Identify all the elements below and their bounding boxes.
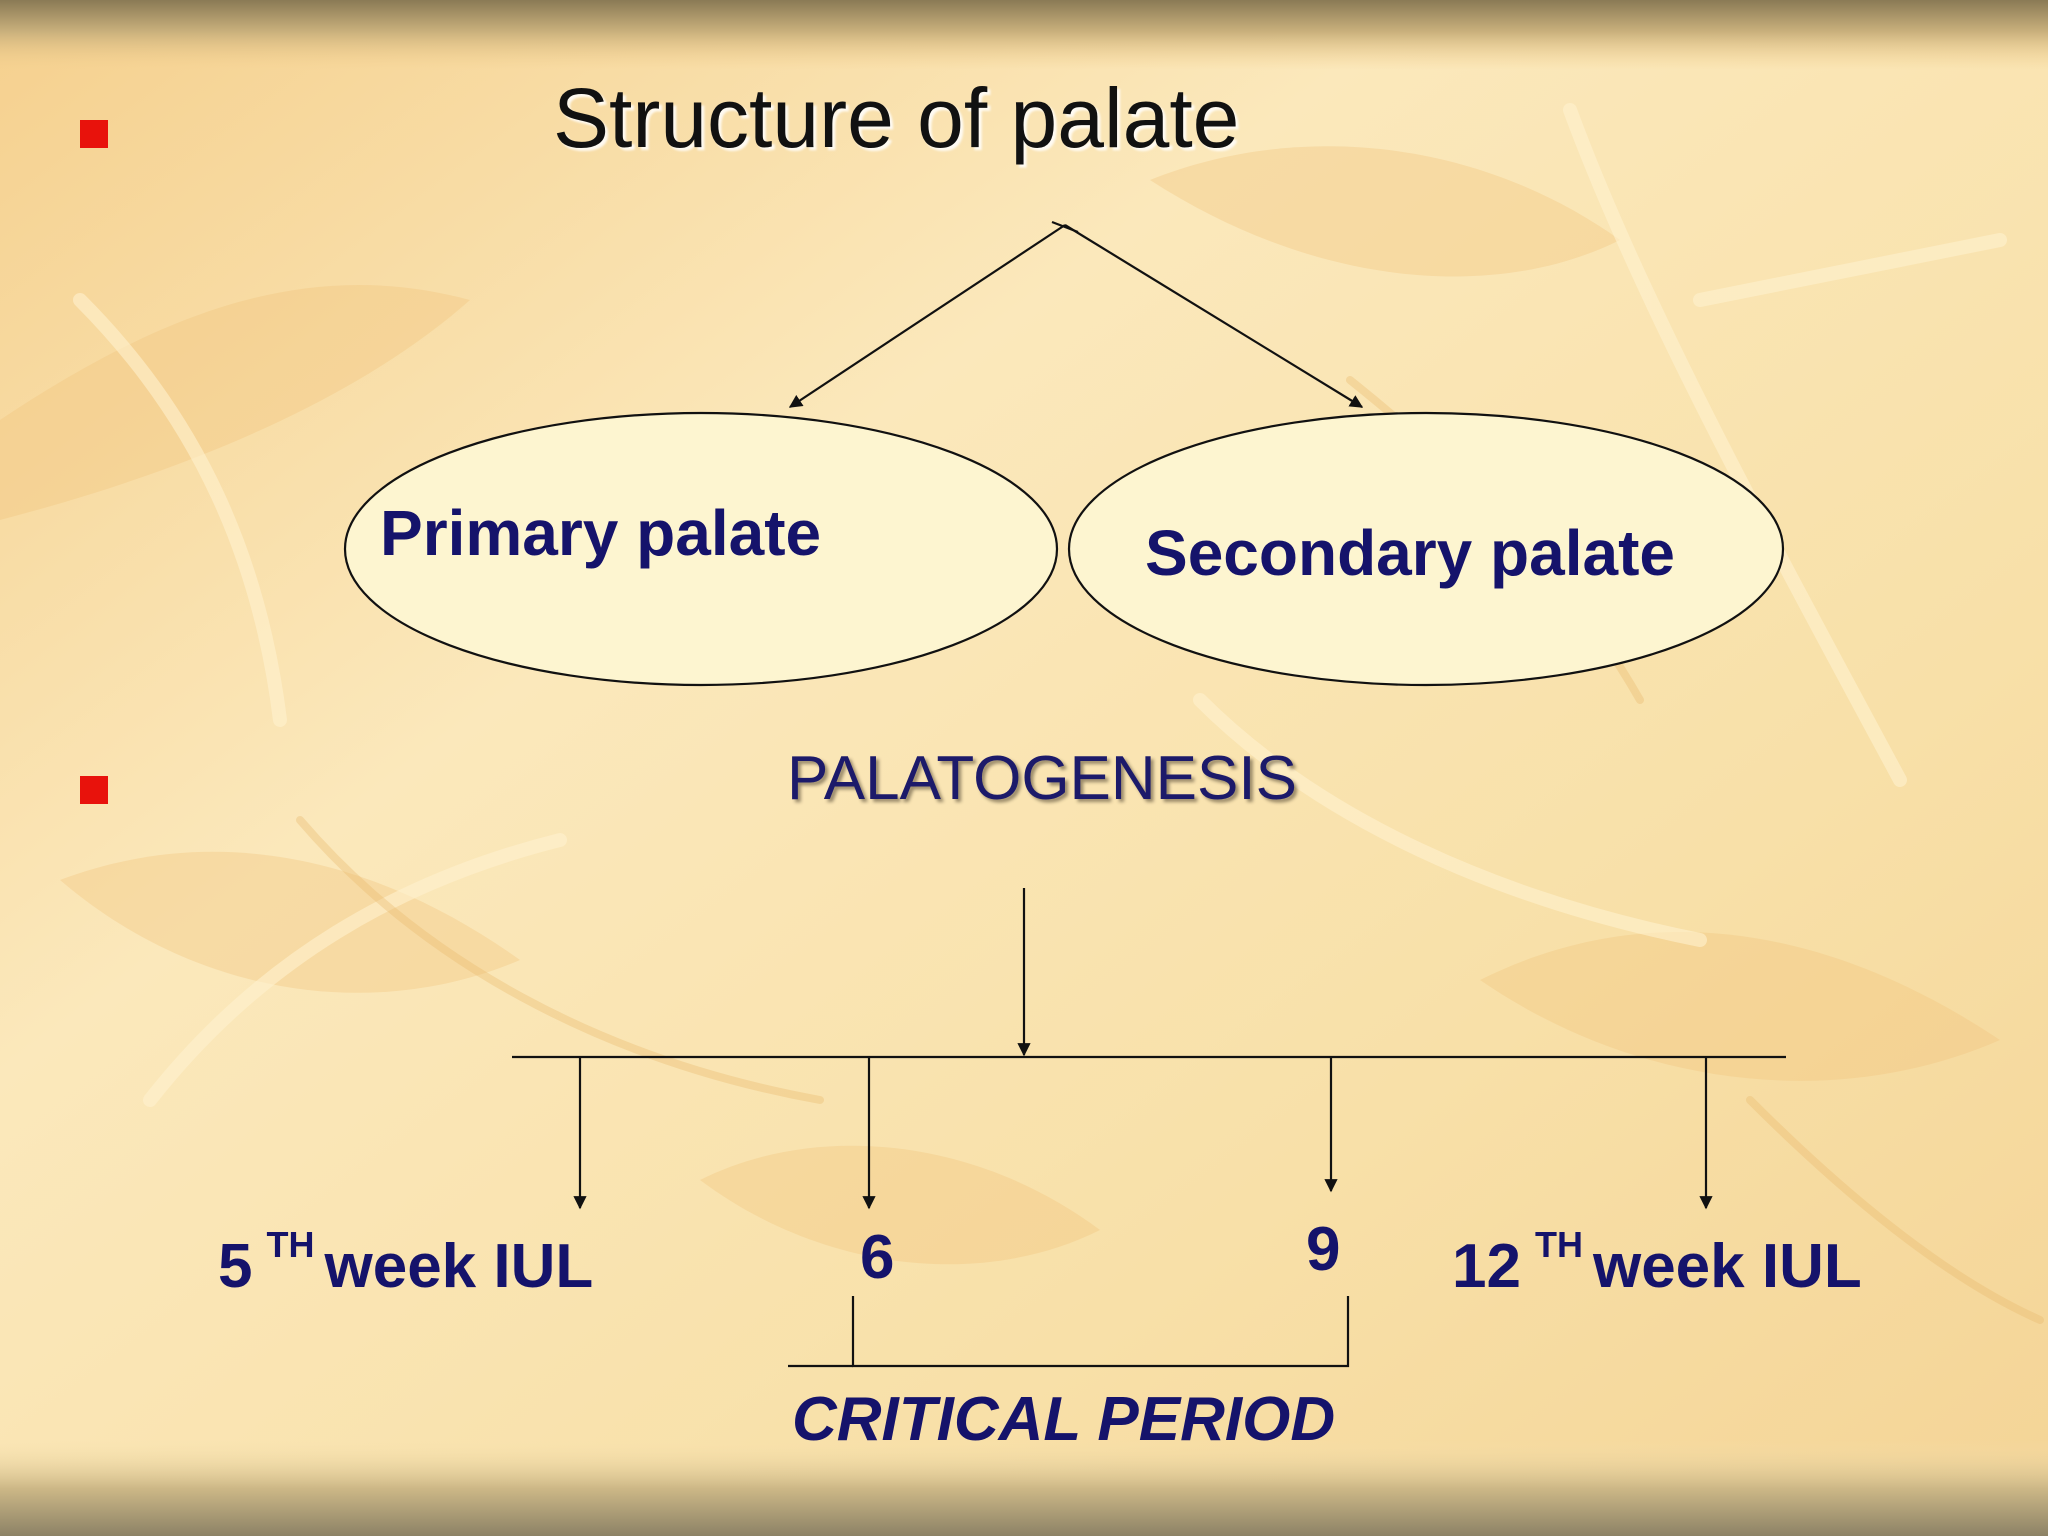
bullet-icon [80,120,108,148]
critical-period-bracket [851,1296,1350,1368]
stage-superscript: TH [1534,1224,1583,1265]
arrow-to-primary [788,224,1066,408]
primary-palate-oval [343,411,1059,687]
stage-number: 5 [218,1232,253,1301]
secondary-palate-label: Secondary palate [1145,517,1675,589]
stage-9: 9 [1306,1215,1341,1284]
bullet-icon [80,776,108,804]
palatogenesis-heading: PALATOGENESIS [787,744,1297,813]
slide-title: Structure of palate [553,71,1240,165]
stage-number: 12 [1452,1232,1521,1301]
arrow-to-secondary [1064,224,1364,408]
stage-text: week IUL [1592,1232,1862,1301]
stage-superscript: TH [266,1224,315,1265]
stage-6: 6 [860,1223,895,1292]
stage-text: week IUL [324,1232,594,1301]
primary-palate-label: Primary palate [380,497,822,569]
critical-period-label: CRITICAL PERIOD [792,1385,1336,1454]
secondary-palate-oval [1067,411,1785,687]
